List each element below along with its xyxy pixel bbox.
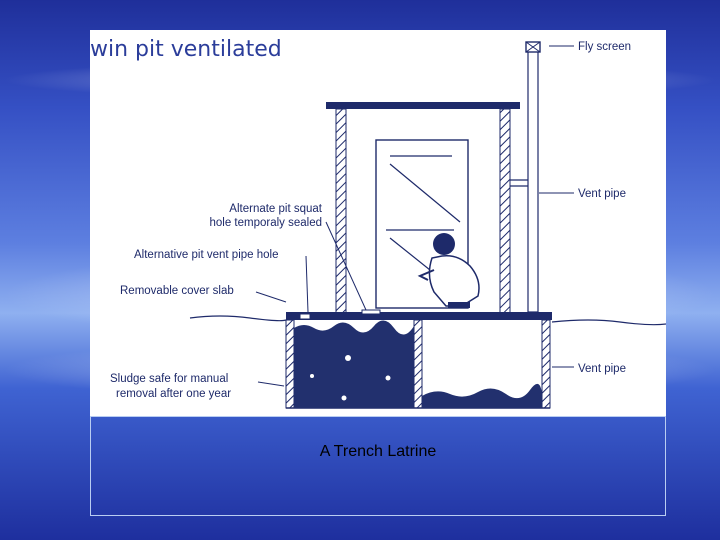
label-alternate-squat-2: hole temporaly sealed xyxy=(209,217,322,229)
squatting-person xyxy=(417,233,480,308)
cover-slab xyxy=(286,312,552,320)
vent-pipe-hole xyxy=(299,313,311,320)
ground-line xyxy=(189,315,666,326)
label-sludge-2: removal after one year xyxy=(116,388,231,400)
sludge-right-pit xyxy=(422,383,542,408)
pit-left-wall xyxy=(285,319,295,409)
right-wall xyxy=(499,108,511,314)
label-vent-pipe-bottom: Vent pipe xyxy=(578,363,626,375)
caption: A Trench Latrine xyxy=(319,443,437,460)
vent-pipe xyxy=(527,49,539,313)
latrine-diagram-svg: win pit ventilated xyxy=(90,37,666,409)
label-fly-screen: Fly screen xyxy=(578,41,631,53)
label-vent-pipe-top: Vent pipe xyxy=(578,188,626,200)
label-alternate-squat-1: Alternate pit squat xyxy=(229,203,323,215)
sealed-squat-hole xyxy=(361,309,381,315)
caption-box: A Trench Latrine xyxy=(90,416,666,516)
latrine-diagram: win pit ventilated xyxy=(90,30,666,416)
label-cover-slab: Removable cover slab xyxy=(120,285,234,297)
sludge-left-pit xyxy=(294,320,414,408)
left-wall xyxy=(335,108,347,314)
pit-divider xyxy=(413,319,423,409)
pit-right-wall xyxy=(541,319,551,409)
roof xyxy=(326,102,520,109)
label-alt-vent-hole: Alternative pit vent pipe hole xyxy=(134,249,278,261)
label-sludge-1: Sludge safe for manual xyxy=(110,373,228,385)
diagram-title: win pit ventilated xyxy=(90,37,282,62)
